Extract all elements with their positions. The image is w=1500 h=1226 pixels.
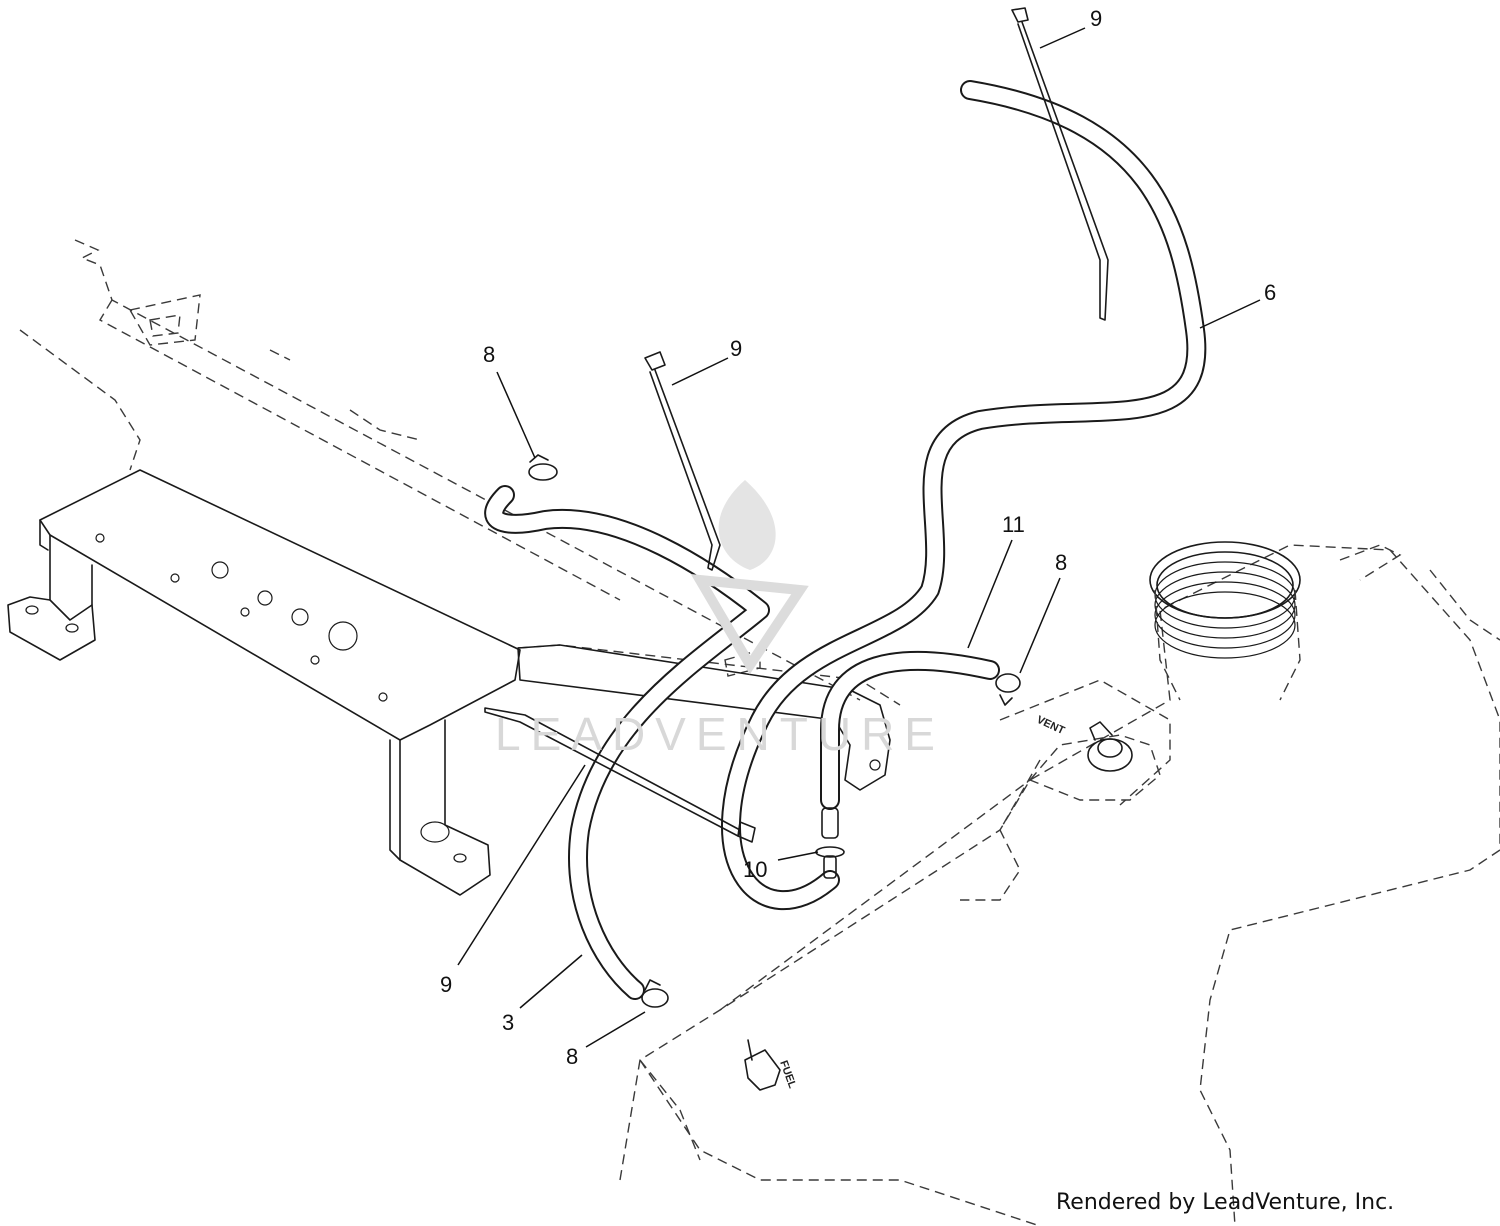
cable-tie-lower — [484, 707, 756, 843]
mounting-bracket — [7, 469, 521, 896]
callout-label: 3 — [502, 1010, 514, 1035]
cable-tie-top — [1011, 7, 1109, 321]
callout-label: 11 — [1002, 512, 1025, 537]
fuel-hose — [484, 485, 770, 1000]
callout-label: 9 — [730, 336, 742, 361]
callout-11: 11 — [967, 512, 1025, 649]
callout-8-top: 8 — [483, 342, 536, 459]
inline-fitting — [815, 807, 845, 879]
callout-3: 3 — [502, 954, 583, 1035]
callout-label: 8 — [483, 342, 495, 367]
watermark-logo: LEADVENTURE — [495, 480, 945, 760]
callout-label: 10 — [743, 857, 767, 882]
watermark-text: LEADVENTURE — [495, 708, 945, 760]
callout-label: 9 — [1090, 6, 1102, 31]
filler-neck — [1149, 541, 1301, 701]
callout-9-lower: 9 — [440, 764, 586, 997]
vent-fitting: VENT — [1035, 714, 1133, 772]
callout-9-middle: 9 — [671, 336, 742, 386]
callout-label: 8 — [566, 1044, 578, 1069]
vent-hose — [721, 80, 1207, 911]
callout-8-bottom: 8 — [566, 1011, 646, 1069]
render-credit: Rendered by LeadVenture, Inc. — [1056, 1190, 1395, 1215]
fuel-label: FUEL — [777, 1059, 798, 1090]
callout-label: 6 — [1264, 280, 1276, 305]
callout-9-top: 9 — [1039, 6, 1102, 49]
hose-clamp-right — [995, 673, 1021, 706]
fuel-tank — [619, 544, 1500, 1226]
callout-10: 10 — [743, 851, 819, 882]
hose-clamp-bottom — [641, 979, 669, 1008]
callout-label: 9 — [440, 972, 452, 997]
callout-8-right: 8 — [1019, 550, 1067, 674]
vent-label: VENT — [1035, 714, 1067, 737]
hose-clamp-top — [528, 454, 558, 481]
callout-label: 8 — [1055, 550, 1067, 575]
short-hose — [820, 650, 1000, 810]
callout-6: 6 — [1199, 280, 1276, 329]
cable-tie-middle — [644, 351, 721, 571]
fuel-fitting: FUEL — [744, 1039, 798, 1091]
